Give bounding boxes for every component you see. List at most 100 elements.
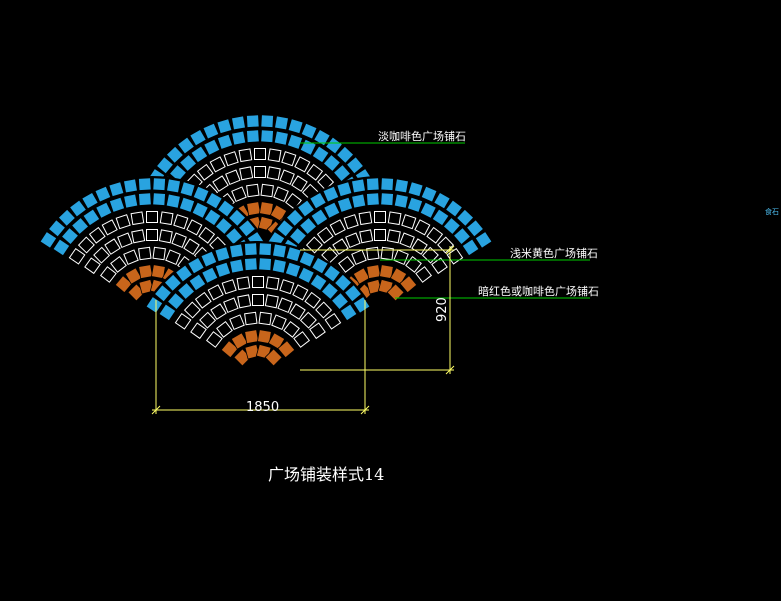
outer-paving-stone [203,208,222,227]
middle-paving-stone [216,320,233,338]
fan-backing [265,176,495,312]
outer-paving-stone [323,201,341,219]
middle-paving-stone [212,175,229,192]
middle-paving-stone [294,156,311,173]
outer-paving-stone [165,145,184,164]
edge-text: 食石 [765,207,779,216]
outer-paving-stone [224,227,244,246]
outer-paving-stone [192,185,210,203]
outer-paving-stone [152,177,166,191]
inner-paving-stone [138,264,154,280]
middle-paving-stone [291,175,308,192]
outer-paving-stone [123,178,138,194]
middle-paving-stone [321,246,339,264]
outer-paving-stone [433,191,451,210]
middle-paving-stone [138,246,152,261]
outer-paving-stone [187,256,205,275]
middle-paving-stone [104,238,121,255]
label-inner-stone: 暗红色或咖啡色广场铺石 [478,284,599,298]
outer-paving-stone [311,145,330,164]
middle-paving-stone [317,173,335,191]
inner-paving-stone [378,264,394,280]
outer-paving-stone [345,156,365,175]
inner-paving-stone [230,332,249,350]
outer-paving-stone [339,303,358,322]
middle-paving-stone [101,219,118,236]
fan-unit [143,241,373,377]
middle-paving-stone [246,183,260,198]
dimension-lines [151,245,455,415]
outer-paving-stone [39,231,58,249]
middle-paving-stone [421,246,439,264]
middle-paving-stone [221,279,237,295]
inner-paving-stone [389,267,408,285]
outer-paving-stone [366,192,380,207]
middle-paving-stone [306,163,324,181]
outer-paving-stone [461,238,480,257]
middle-paving-stone [338,255,355,273]
middle-paving-stone [236,276,251,291]
middle-paving-stone [393,249,409,266]
outer-paving-stone [445,199,463,218]
outer-paving-stone [380,192,394,207]
outer-paving-stone [407,181,424,198]
middle-paving-stone [279,279,295,295]
inner-paving-stone [114,275,133,294]
middle-paving-stone [93,246,111,264]
inner-paving-stone [267,332,286,350]
outer-paving-stone [152,192,166,207]
middle-paving-stone [239,166,254,181]
middle-paving-stone [210,303,227,320]
middle-paving-stone [199,311,217,329]
middle-paving-stone [244,311,258,326]
middle-paving-stone [316,226,334,244]
middle-paving-stone [117,232,133,248]
middle-paving-stone [264,294,279,309]
outer-paving-stone [330,292,350,311]
middle-paving-stone [254,166,266,178]
middle-paving-stone [209,156,226,173]
outer-paving-stone [431,208,450,227]
middle-paving-stone [231,186,247,203]
middle-paving-stone [158,229,173,244]
middle-paving-stone [205,331,223,348]
outer-paving-stone [179,181,196,198]
middle-paving-stone [159,211,174,226]
middle-paving-stone [351,249,367,266]
middle-paving-stone [399,232,415,248]
outer-paving-stone [300,122,318,140]
middle-paving-stone [68,247,86,265]
outer-paving-stone [334,273,353,292]
outer-paving-stone [214,246,231,263]
middle-paving-stone [281,151,297,167]
outer-paving-stone [153,284,173,303]
middle-paving-stone [345,232,361,248]
middle-paving-stone [279,169,295,185]
outer-paving-stone [420,185,438,203]
inner-paving-stone [246,201,262,217]
outer-paving-stone [442,216,461,236]
outer-paving-stone [216,118,233,135]
outer-paving-stone [94,185,112,203]
middle-paving-stone [115,214,131,230]
middle-paving-stone [223,297,239,313]
outer-paving-stone [168,164,188,183]
middle-paving-stone [292,284,309,301]
middle-paving-stone [77,236,95,254]
inner-paving-stone [366,264,382,280]
middle-paving-stone [414,219,431,236]
middle-paving-stone [387,211,402,226]
outer-paving-stone [229,243,244,259]
outer-paving-stone [71,216,90,236]
middle-paving-stone [401,214,417,230]
outer-paving-stone [285,208,304,227]
outer-paving-stone [274,115,289,131]
outer-paving-stone [311,256,329,275]
outer-paving-stone [351,193,367,209]
dim-tick-right [360,405,370,415]
outer-paving-stone [258,242,272,256]
outer-paving-stone [366,177,380,191]
middle-paving-stone [415,266,433,283]
outer-paving-stone [336,145,355,164]
outer-paving-stone [69,199,87,218]
